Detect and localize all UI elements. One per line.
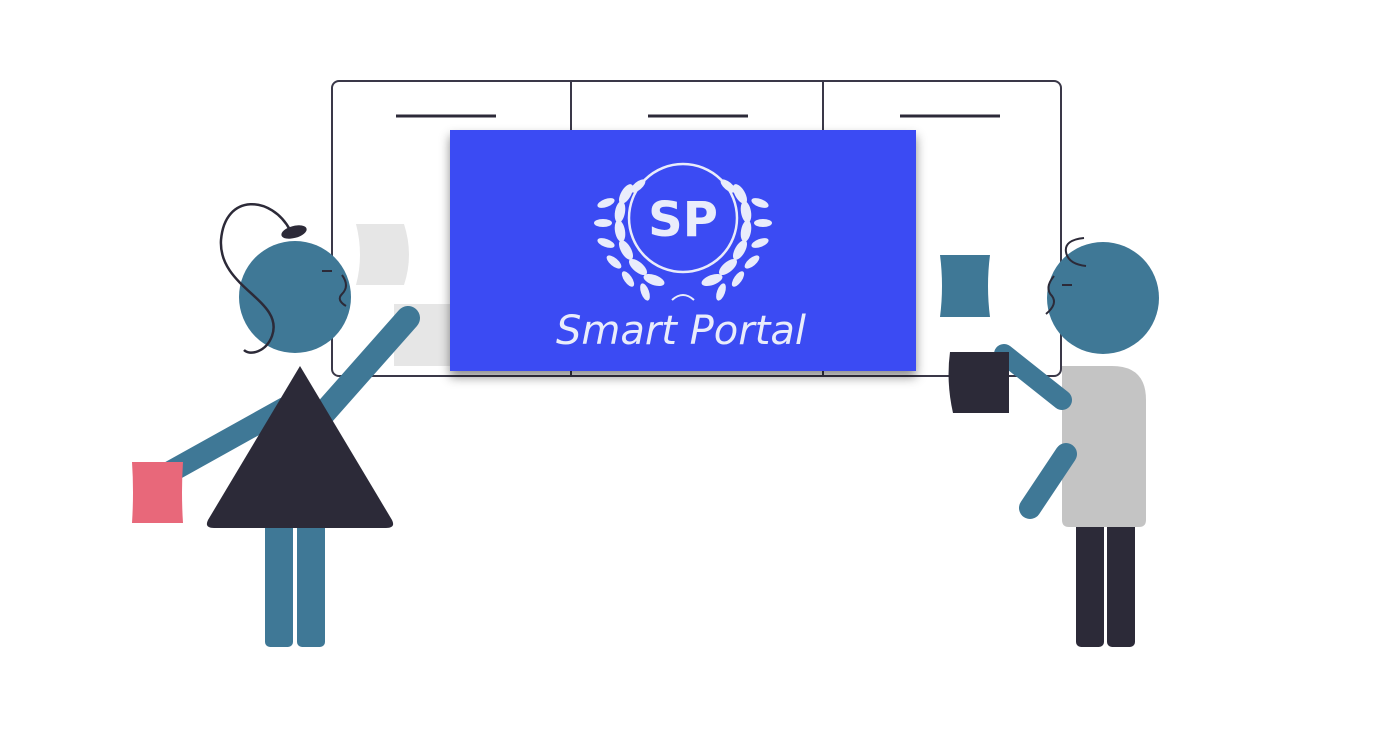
person-left [132,203,420,647]
logo-brand-name: Smart Portal [556,308,806,354]
smart-portal-logo-panel: SP Smart Portal [450,130,916,371]
logo-monogram: SP [648,192,718,248]
sticky-note [132,462,183,523]
sticky-note [948,352,1009,413]
person-right [948,237,1159,647]
laurel-wreath-icon: SP Smart Portal [556,162,806,354]
sticky-note [940,255,990,317]
sticky-note [356,224,409,285]
